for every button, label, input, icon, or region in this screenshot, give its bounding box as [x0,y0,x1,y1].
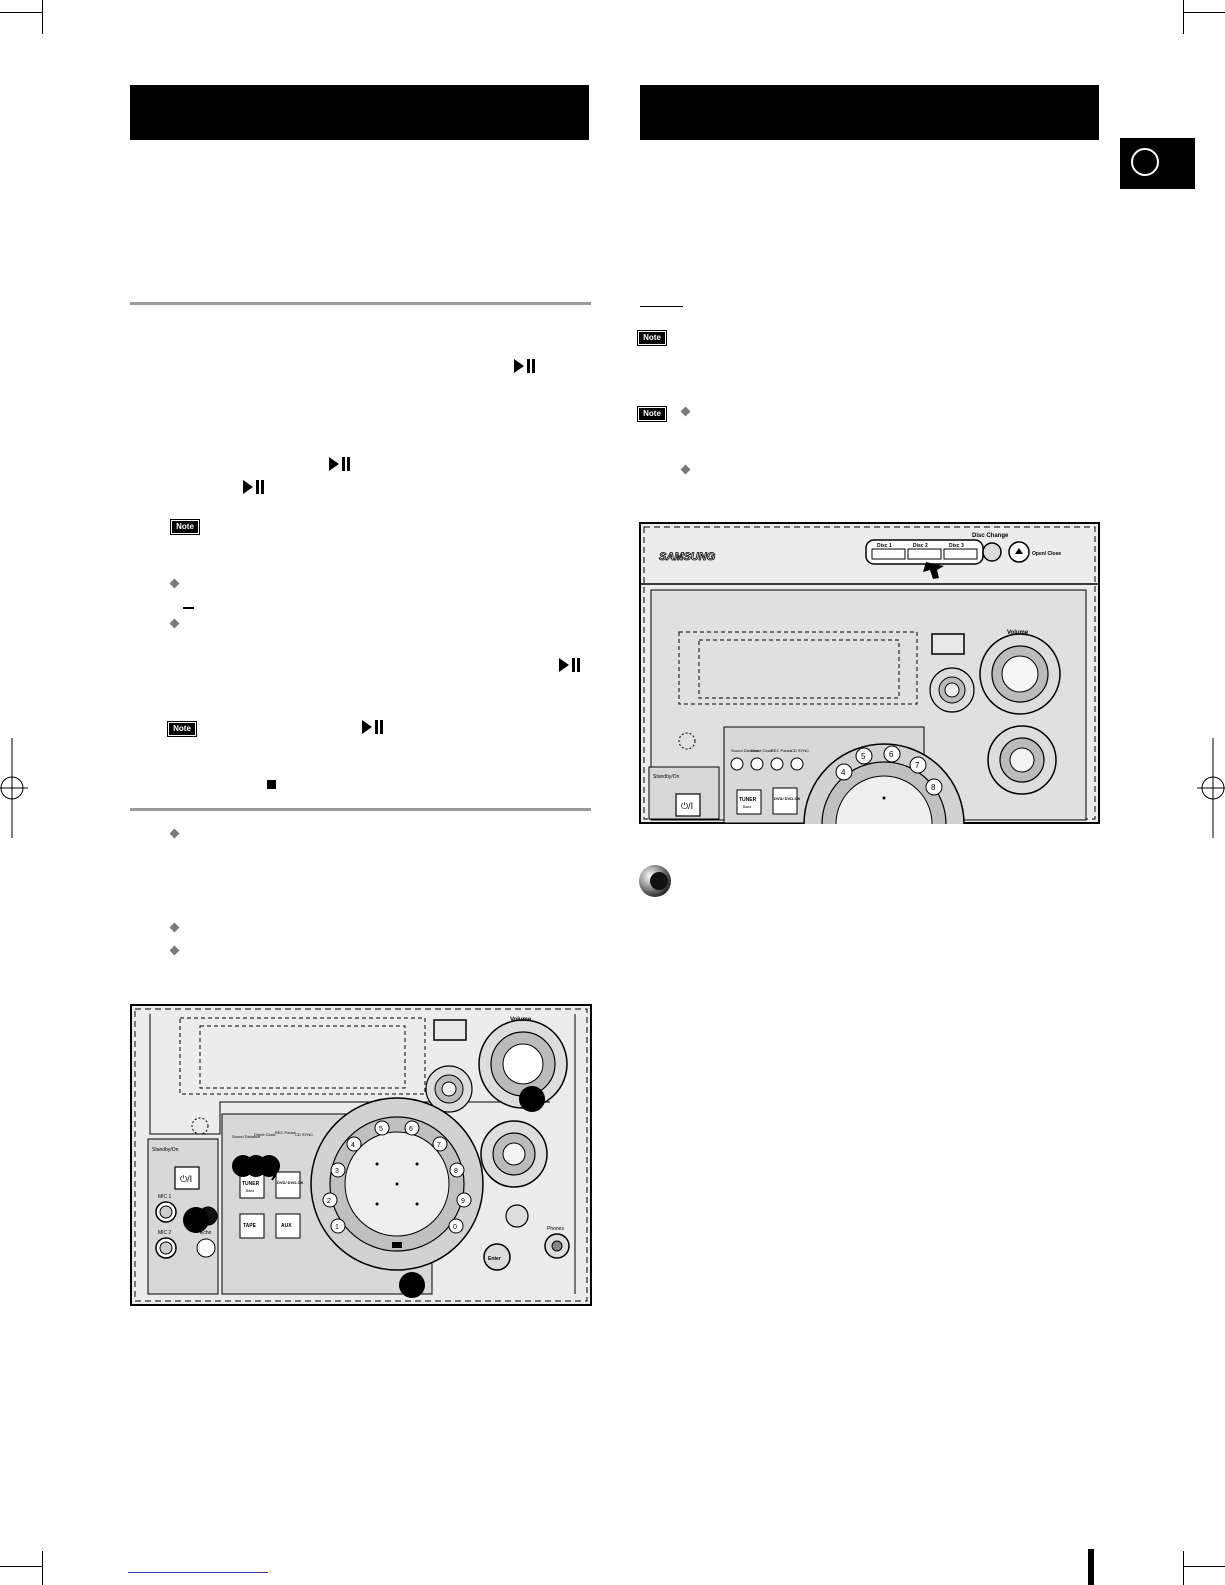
tip-orb-icon [639,865,671,897]
keypad-number: 3 [335,1168,339,1175]
enter-label: Enter [488,1256,501,1262]
echo-label: Echo [200,1230,212,1236]
brand-logo: SAMSUNG [659,551,716,563]
divider-rule [130,302,591,305]
bullet-diamond [169,828,180,839]
disc1-label: Disc 1 [877,543,892,549]
keypad-number: 5 [379,1126,383,1133]
btn-rec-pause: REC Pause [771,748,793,753]
language-tab [1120,138,1195,189]
btn-cd-sync: CD SYNC. [295,1132,314,1137]
disc2-label: Disc 2 [913,543,928,549]
power-symbol: ⏻/I [180,1174,192,1184]
tuner-label: TUNER [242,1181,260,1187]
device-panel-front-illustration: Volume Sound Distance Direct Clock REC P… [130,1004,592,1306]
bullet-diamond [169,945,180,956]
tuner-label: TUNER [739,797,757,803]
crop-mark [42,1551,43,1585]
bullet-diamond [680,464,691,475]
btn-direct-clock: Direct Clock [254,1132,276,1137]
keypad-number: 2 [327,1198,331,1205]
keypad-number: 8 [454,1168,458,1175]
keypad-number: 1 [335,1224,339,1231]
keypad-number: 7 [437,1142,441,1149]
keypad-number: 8 [931,783,936,792]
crop-mark [1183,1551,1184,1585]
btn-rec-pause: REC Pause [275,1130,297,1135]
dash-mark [183,607,194,609]
bullet-diamond [169,922,180,933]
crop-mark [0,1566,42,1567]
mic2-label: MIC 2 [158,1230,172,1236]
keypad-number: 4 [351,1142,355,1149]
keypad-number: 4 [841,768,846,777]
phones-label: Phones [547,1226,564,1232]
divider-rule [130,808,591,811]
note-badge: Note [170,519,200,535]
page-number-bar [1088,1549,1094,1585]
disc3-label: Disc 3 [949,543,964,549]
note-badge: Note [637,330,667,346]
section-header-right [640,85,1099,140]
open-close-label: Open/ Close [1032,551,1061,557]
standby-label: Standby/On [653,774,680,780]
crop-mark [1183,0,1184,34]
dvd-label: DVD/ DVD-OK [774,796,801,801]
tuner-sub-label: Band [743,805,751,809]
play-pause-icon [559,658,580,672]
registration-mark-right [1197,738,1225,838]
aux-label: AUX [281,1223,292,1229]
play-pause-icon [243,480,264,494]
play-pause-icon [362,720,383,734]
bullet-diamond [680,406,691,417]
bullet-diamond [169,578,180,589]
language-tab-circle [1131,148,1159,176]
keypad-number: 5 [861,752,866,761]
btn-cd-sync: CD SYNC. [791,748,810,753]
btn-sound-distance: Sound Distance [731,748,760,753]
underline-mark [640,306,683,307]
keypad-number: 6 [409,1126,413,1133]
footer-underline [128,1572,268,1573]
crop-mark [1183,1566,1225,1567]
stop-icon [267,780,276,789]
play-pause-icon [514,359,535,373]
btn-direct-clock: Direct Clock [751,748,773,753]
registration-mark-left [0,738,28,838]
keypad-number: 9 [461,1198,465,1205]
note-badge: Note [167,721,197,737]
power-symbol: ⏻/I [681,801,693,811]
note-badge: Note [637,406,667,422]
tuner-sub-label: Band [246,1189,254,1193]
section-header-left [130,85,589,140]
disc-change-label: Disc Change [972,533,1009,539]
volume-label: Volume [1007,630,1029,636]
mic1-label: MIC 1 [158,1194,172,1200]
standby-label: Standby/On [152,1147,179,1153]
crop-mark [1183,12,1225,13]
device-panel-top-illustration: SAMSUNG Disc 1 Disc 2 Disc 3 Disc Change… [639,522,1100,824]
play-pause-icon [329,457,350,471]
tape-label: TAPE [243,1223,257,1229]
crop-mark [0,12,42,13]
keypad-number: 0 [453,1224,457,1231]
dvd-label: DVD/ DVD-OK [277,1180,304,1185]
keypad-number: 6 [889,750,894,759]
btn-sound-distance: Sound Distance [232,1134,261,1139]
crop-mark [42,0,43,34]
volume-label: Volume [510,1017,532,1023]
keypad-number: 7 [915,761,920,770]
bullet-diamond [169,618,180,629]
